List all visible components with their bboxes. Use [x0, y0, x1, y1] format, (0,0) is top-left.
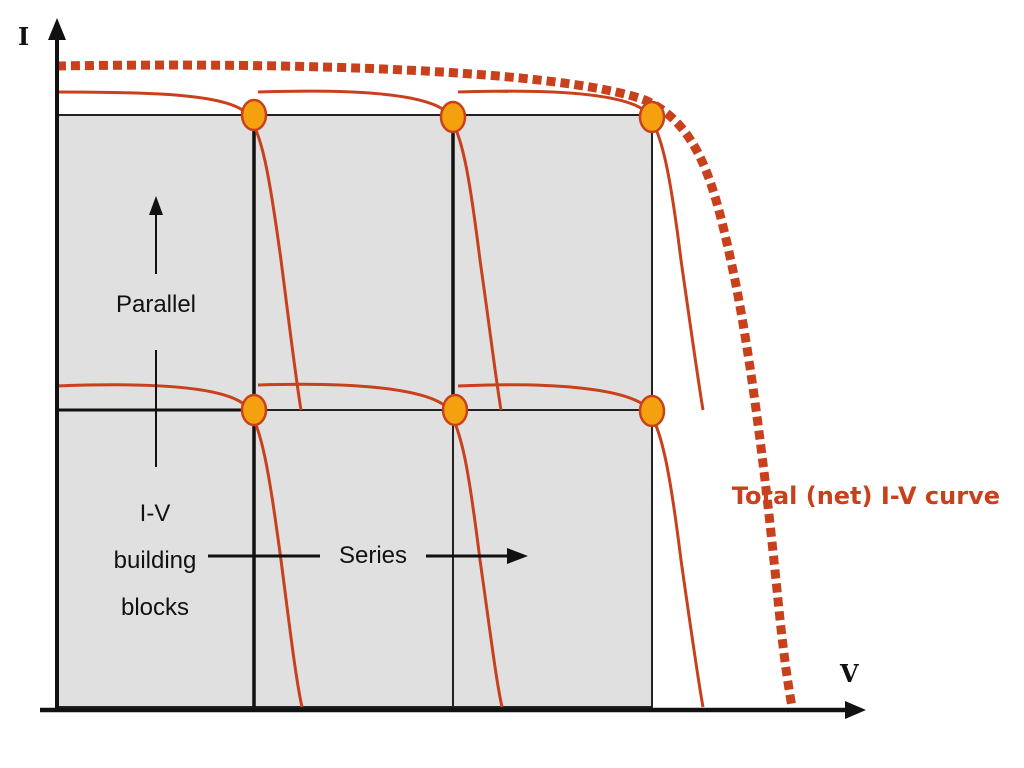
mpp-marker-r1-c1: [240, 98, 268, 132]
building-blocks-label-line3: blocks: [121, 594, 189, 621]
y-axis-arrowhead: [48, 18, 66, 40]
iv-curve-r1-c1: [56, 90, 303, 411]
series-arrowhead: [507, 548, 528, 564]
mpp-marker-r2-c3: [638, 394, 666, 428]
iv-curve-r1-c3: [457, 89, 705, 411]
parallel-label: Parallel: [116, 291, 196, 318]
block-r1-c2: [253, 114, 454, 411]
mpp-marker-r2-c2: [441, 393, 469, 427]
axes: [40, 18, 866, 719]
x-axis-label: V: [839, 659, 859, 688]
building-blocks-label-line2: building: [114, 547, 197, 574]
mpp-marker-r2-c1: [240, 393, 268, 427]
iv-curve-r2-c3: [457, 383, 705, 708]
building-block-grid: [56, 114, 653, 708]
building-blocks-label-line1: I-V: [140, 500, 171, 527]
series-label: Series: [339, 542, 407, 569]
block-r2-c3: [452, 409, 653, 708]
max-power-points: [240, 98, 666, 428]
iv-curve-r1-c2: [257, 89, 503, 411]
iv-curves: [56, 89, 705, 708]
block-r1-c3: [452, 114, 653, 411]
y-axis-label: I: [18, 22, 29, 51]
series-arrow: [208, 548, 528, 564]
block-r2-c2: [253, 409, 454, 708]
iv-curve-r2-c2: [257, 382, 504, 708]
mpp-marker-r1-c2: [439, 100, 467, 134]
x-axis-arrowhead: [845, 701, 866, 719]
parallel-arrowhead: [149, 196, 163, 215]
mpp-marker-r1-c3: [638, 100, 666, 134]
total-curve-label: Total (net) I-V curve: [732, 482, 1000, 510]
parallel-arrow: [149, 196, 163, 467]
iv-curve-r2-c1: [56, 383, 304, 708]
total-iv-curve: [56, 60, 797, 708]
